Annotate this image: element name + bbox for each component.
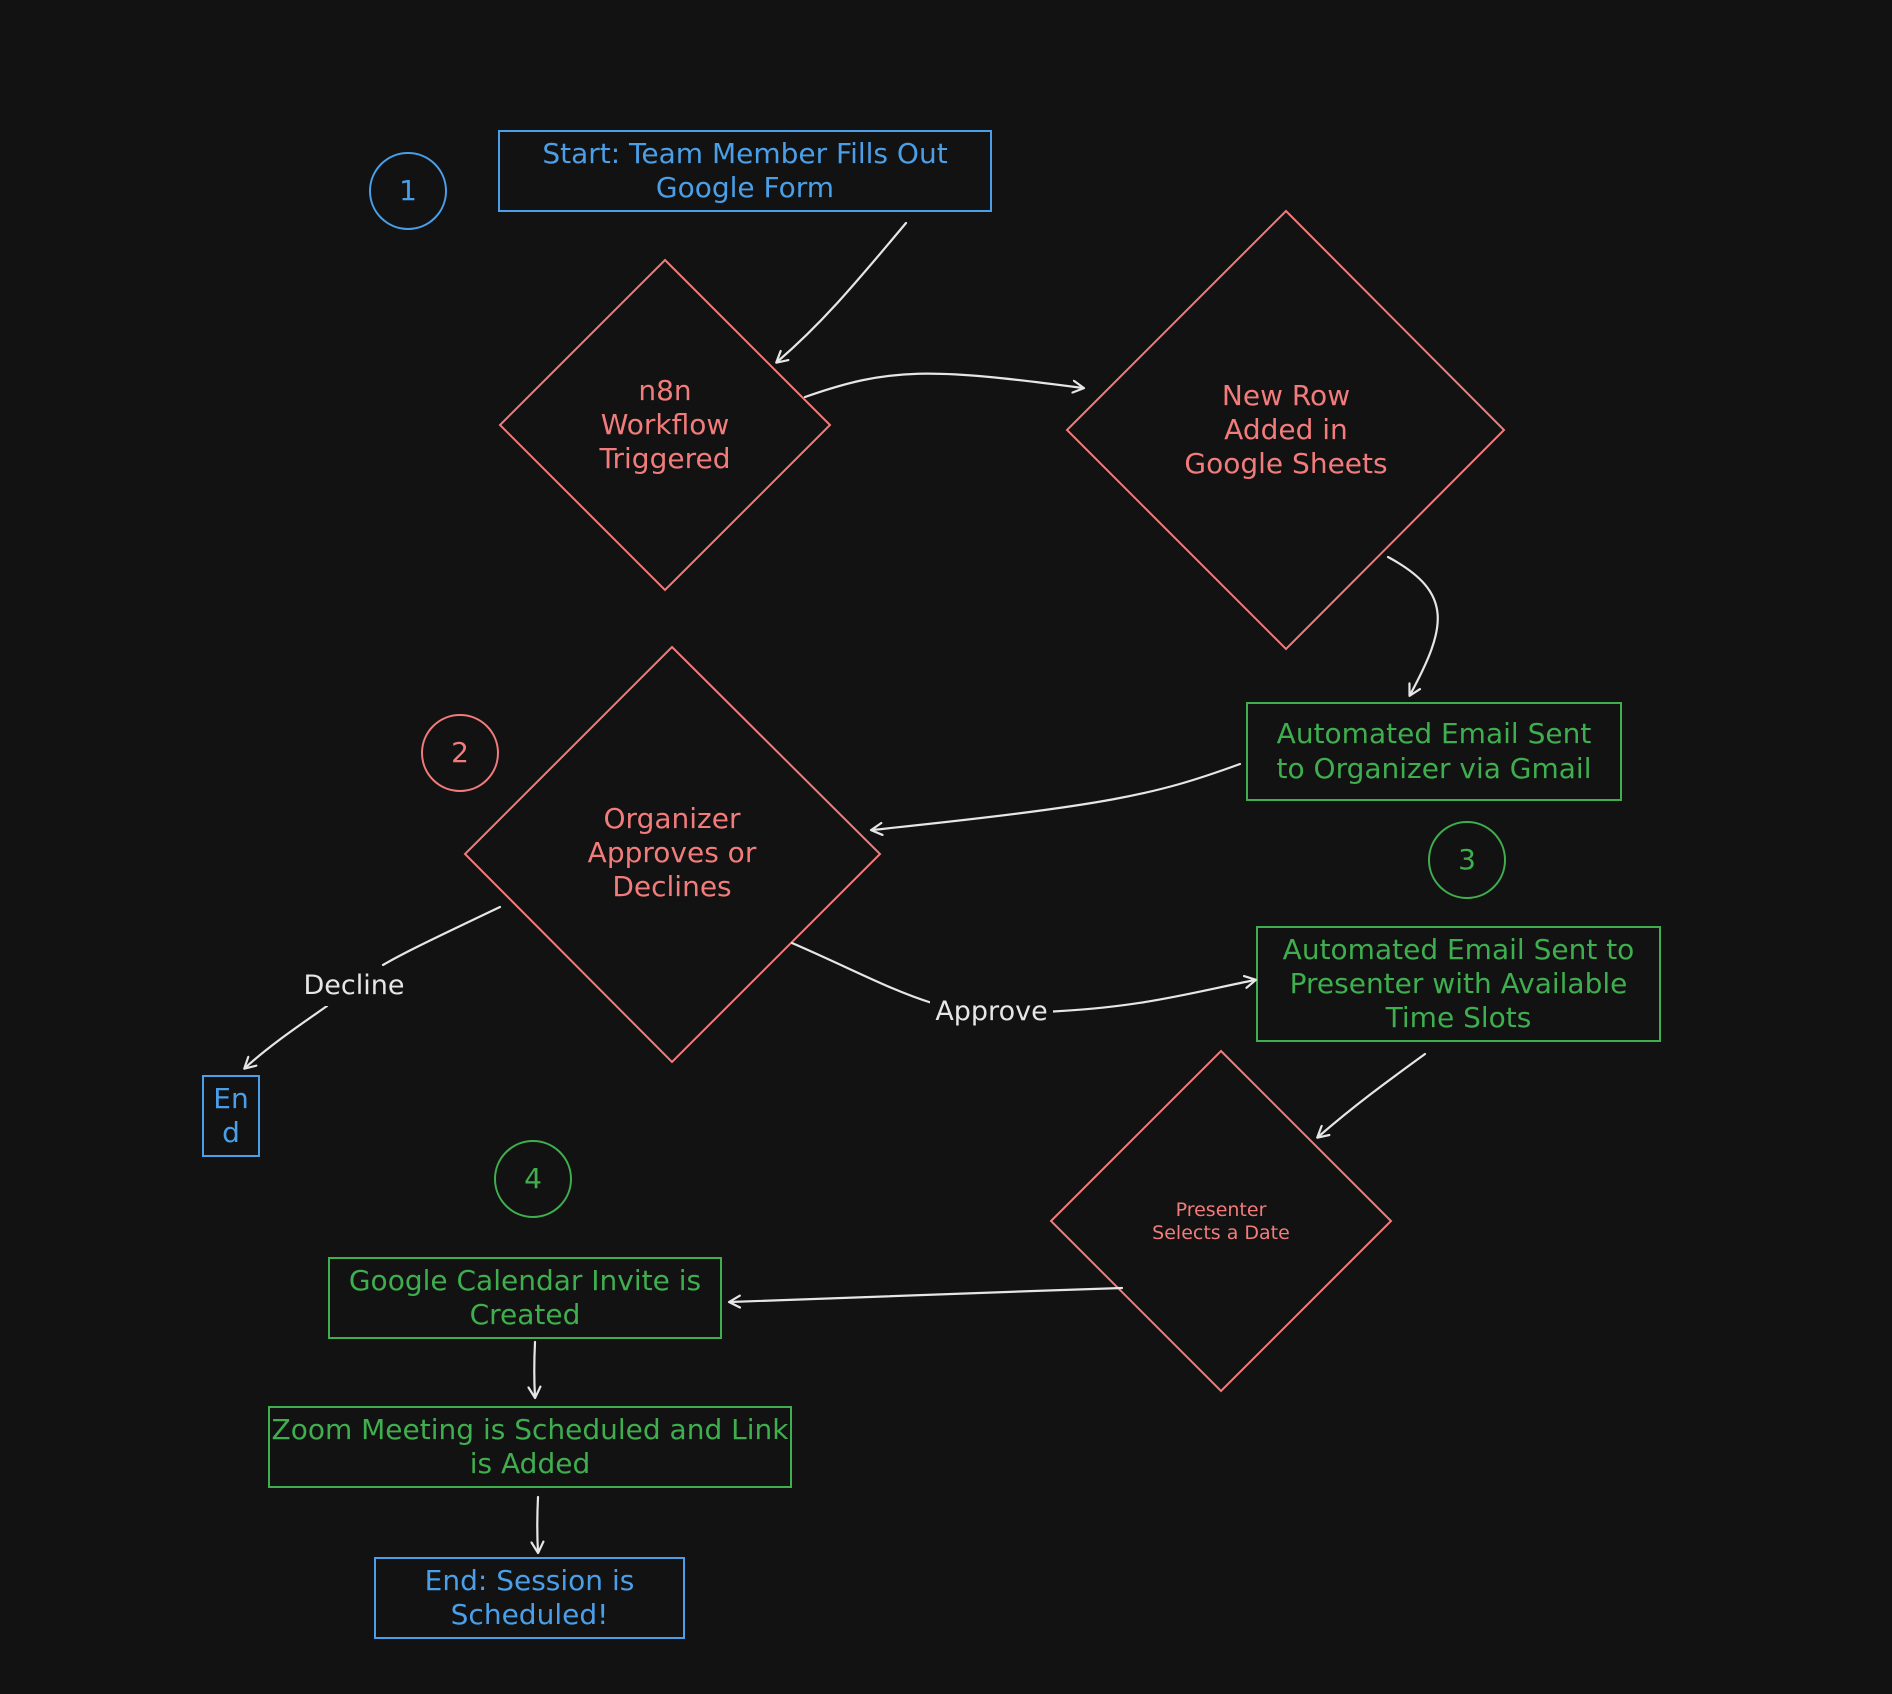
arrow-zoom-to-end xyxy=(537,1495,538,1552)
step-circle-2 xyxy=(421,714,499,792)
new-row-diamond xyxy=(1065,209,1506,651)
end-box xyxy=(374,1557,685,1639)
select-date-diamond xyxy=(1049,1049,1393,1393)
decision-label: Organizer Approves or Declines xyxy=(587,801,757,904)
arrow-presenter-email-to-select xyxy=(1318,1052,1427,1137)
email-organizer-label: Automated Email Sent to Organizer via Gm… xyxy=(1276,717,1592,785)
calendar-label: Google Calendar Invite is Created xyxy=(348,1263,702,1331)
edge-label-decline: Decline xyxy=(295,966,413,1006)
arrow-decline-to-end xyxy=(245,905,502,1068)
arrow-start-to-trigger xyxy=(777,221,908,362)
trigger-label: n8n Workflow Triggered xyxy=(599,373,731,476)
start-box xyxy=(498,130,992,212)
arrow-email-to-decision xyxy=(872,762,1242,830)
end-declined-label: En d xyxy=(213,1081,249,1149)
step-number-1: 1 xyxy=(399,173,417,207)
arrow-trigger-to-new-row xyxy=(803,372,1083,399)
end-declined-box xyxy=(202,1075,260,1157)
step-circle-1 xyxy=(369,152,447,230)
step-circle-4 xyxy=(494,1140,572,1218)
step-number-2: 2 xyxy=(451,735,469,769)
trigger-diamond xyxy=(498,258,832,592)
arrow-calendar-to-zoom xyxy=(534,1340,535,1397)
step-number-3: 3 xyxy=(1458,842,1476,876)
arrow-approve-to-presenter-email xyxy=(790,941,1255,1014)
arrow-new-row-to-email xyxy=(1386,555,1439,695)
email-presenter-label: Automated Email Sent to Presenter with A… xyxy=(1282,932,1635,1035)
edge-label-approve: Approve xyxy=(930,992,1053,1032)
zoom-label: Zoom Meeting is Scheduled and Link is Ad… xyxy=(271,1412,789,1480)
calendar-box xyxy=(328,1257,722,1339)
new-row-label: New Row Added in Google Sheets xyxy=(1184,378,1388,481)
step-circle-3 xyxy=(1428,821,1506,899)
arrow-select-to-calendar xyxy=(730,1286,1124,1302)
select-date-label: Presenter Selects a Date xyxy=(1152,1198,1290,1244)
zoom-box xyxy=(268,1406,792,1488)
email-organizer-box xyxy=(1246,702,1622,801)
step-number-4: 4 xyxy=(524,1161,542,1195)
decision-diamond xyxy=(463,645,882,1064)
start-label: Start: Team Member Fills Out Google Form xyxy=(542,136,948,204)
end-label: End: Session is Scheduled! xyxy=(424,1563,635,1631)
